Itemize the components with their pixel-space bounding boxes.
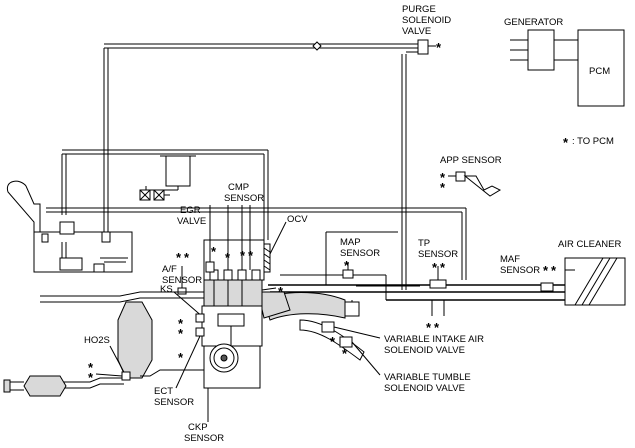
af-asterisk-2: * <box>184 250 190 265</box>
engine-block <box>201 239 265 389</box>
ho2s-asterisk-2: * <box>88 370 94 385</box>
fuel-tank <box>6 180 133 273</box>
variable-intake-air-solenoid-valve <box>321 321 381 339</box>
vt-label-2: SOLENOID VALVE <box>384 383 465 394</box>
intake-duct <box>268 274 565 301</box>
ocv-label: OCV <box>287 214 308 225</box>
cmp-label-2: SENSOR <box>224 193 264 204</box>
pcm-label: PCM <box>589 66 610 77</box>
engine-top-leads <box>209 205 251 270</box>
cmp-asterisk-2: * <box>248 248 254 263</box>
ckp-label-1: CKP <box>188 422 208 433</box>
maf-asterisk-1: * <box>543 263 549 278</box>
tp-label-1: TP <box>418 238 430 249</box>
app-asterisk-1: * <box>440 170 446 185</box>
ocv-asterisk: * <box>278 284 284 299</box>
egr-label-1: EGR <box>180 205 201 216</box>
variable-tumble-solenoid-valve <box>339 336 381 376</box>
engine-asterisk-1: * <box>178 316 184 331</box>
cmp-asterisk-1: * <box>240 248 246 263</box>
app-asterisk-2: * <box>440 180 446 195</box>
map-asterisk: * <box>344 258 350 273</box>
legend-to-pcm: : TO PCM <box>572 136 614 147</box>
af-label-1: A/F <box>162 264 177 275</box>
ect-label-1: ECT <box>154 386 173 397</box>
generator-block <box>510 29 578 71</box>
purge-solenoid-valve <box>417 39 436 55</box>
air-cleaner-label: AIR CLEANER <box>558 239 621 250</box>
purge-label-3: VALVE <box>402 26 431 37</box>
engine-asterisk-3: * <box>178 350 184 365</box>
oil-control-valve <box>263 243 271 273</box>
tp-asterisk-3: * <box>426 320 432 335</box>
maf-asterisk-2: * <box>551 263 557 278</box>
exhaust-system <box>3 291 204 397</box>
ho2s-asterisk-1: * <box>88 360 94 375</box>
maf-sensor <box>540 282 554 292</box>
tp-asterisk-4: * <box>434 320 440 335</box>
tp-asterisk-2: * <box>440 260 446 275</box>
tp-asterisk-1: * <box>432 260 438 275</box>
engine-asterisk-2: * <box>178 326 184 341</box>
cmp-label-1: CMP <box>228 182 249 193</box>
generator-label: GENERATOR <box>504 17 563 28</box>
vacuum-hoses <box>46 149 467 285</box>
throttle-body <box>429 266 447 316</box>
map-label-2: SENSOR <box>340 248 380 259</box>
ks-label: KS <box>160 284 173 295</box>
legend-asterisk: * <box>563 135 569 150</box>
injector-asterisk: * <box>225 250 231 265</box>
ect-label-2: SENSOR <box>154 397 194 408</box>
vt-asterisk: * <box>342 346 348 361</box>
purge-asterisk: * <box>436 40 442 55</box>
vt-label-1: VARIABLE TUMBLE <box>384 372 471 383</box>
af-asterisk-1: * <box>176 250 182 265</box>
charcoal-canister <box>139 155 196 201</box>
maf-label-1: MAF <box>500 254 520 265</box>
ckp-label-2: SENSOR <box>184 433 224 444</box>
ho2s-label: HO2S <box>84 335 110 346</box>
purge-label-1: PURGE <box>402 4 436 15</box>
egr-asterisk: * <box>211 244 217 259</box>
egr-label-2: VALVE <box>177 216 206 227</box>
intake-manifold <box>257 291 365 361</box>
via-label-2: SOLENOID VALVE <box>384 345 465 356</box>
air-cleaner <box>564 257 626 306</box>
map-label-1: MAP <box>340 237 361 248</box>
purge-label-2: SOLENOID <box>402 15 451 26</box>
tp-label-2: SENSOR <box>418 249 458 260</box>
evap-hoses <box>103 41 418 290</box>
maf-label-2: SENSOR <box>500 265 540 276</box>
pcm-block <box>577 29 625 107</box>
accelerator-pedal <box>448 171 502 197</box>
via-asterisk: * <box>330 334 336 349</box>
app-sensor-label: APP SENSOR <box>440 155 502 166</box>
via-label-1: VARIABLE INTAKE AIR <box>384 334 484 345</box>
map-sensor <box>342 262 354 279</box>
